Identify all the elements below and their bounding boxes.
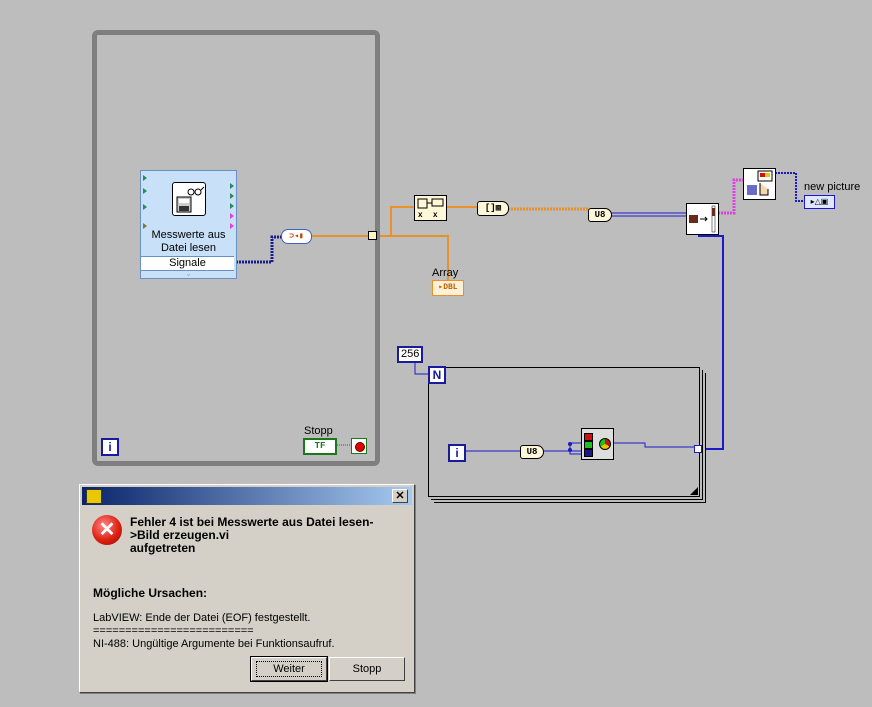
stop-label: Stopp: [304, 425, 333, 437]
blue-input-icon: [584, 449, 593, 457]
while-loop[interactable]: [92, 30, 380, 466]
wire-256-to-n: [414, 361, 428, 375]
wire-u8-to-rgb: [544, 442, 582, 455]
flatten-pixmap-node[interactable]: [686, 203, 719, 235]
subvi-title: Messwerte aus Datei lesen: [151, 229, 226, 254]
rgb-to-color-node[interactable]: [581, 428, 614, 460]
for-loop-to-u8-conversion[interactable]: U8: [520, 445, 544, 459]
stop-boolean-control[interactable]: TF: [303, 438, 337, 455]
red-input-icon: [584, 433, 593, 441]
numeric-constant-256[interactable]: 256: [397, 346, 424, 363]
wire-tunnel-out: [376, 235, 449, 280]
causes-heading: Mögliche Ursachen:: [93, 586, 208, 600]
array-indicator-label: Array: [432, 267, 459, 279]
dialog-title-bar[interactable]: ✕: [82, 487, 412, 505]
from-dynamic-data-node[interactable]: ⊃◂▮: [281, 229, 312, 244]
wire-flatten-to-draw: [718, 178, 743, 215]
svg-text:x: x: [418, 210, 423, 219]
for-loop-iteration-terminal: i: [448, 444, 466, 462]
picture-indicator-label: new picture: [804, 181, 861, 193]
loop-condition-terminal[interactable]: [351, 438, 367, 454]
expand-icon[interactable]: ⌄: [185, 269, 192, 278]
svg-text:x: x: [433, 210, 438, 219]
array-tunnel: [368, 231, 377, 240]
array-indicator[interactable]: ▸DBL: [432, 280, 464, 296]
close-button[interactable]: ✕: [392, 489, 408, 503]
for-loop-count-terminal: N: [428, 366, 446, 384]
error-message: Fehler 4 ist bei Messwerte aus Datei les…: [130, 515, 374, 555]
stop-button[interactable]: Stopp: [329, 657, 405, 681]
while-loop-iteration-terminal: i: [101, 438, 119, 456]
error-dialog: ✕ ✕ Fehler 4 ist bei Messwerte aus Datei…: [79, 484, 415, 693]
for-loop[interactable]: [428, 367, 700, 497]
picture-indicator[interactable]: ▸△▣: [804, 195, 835, 209]
draw-flattened-pixmap-node[interactable]: [743, 168, 776, 200]
wire-signal: [236, 235, 282, 264]
green-input-icon: [584, 441, 593, 449]
color-wheel-icon: [599, 438, 611, 450]
to-u8-conversion[interactable]: U8: [588, 208, 612, 222]
causes-text: LabVIEW: Ende der Datei (EOF) festgestel…: [93, 612, 335, 650]
labview-app-icon: [86, 489, 102, 504]
wire-colortable: [698, 235, 724, 450]
wire-draw-to-picture: [775, 172, 804, 202]
wire-to-transpose: [390, 206, 414, 236]
subvi-messwerte-lesen[interactable]: Messwerte aus Datei lesen Signale ⌄: [140, 170, 237, 279]
array-to-matrix-node[interactable]: []▩: [477, 201, 509, 216]
error-icon: ✕: [92, 515, 122, 545]
wire-rgb-out: [613, 442, 698, 448]
continue-button[interactable]: Weiter: [250, 656, 328, 682]
read-file-icon: [172, 182, 206, 216]
resize-corner-icon[interactable]: [690, 487, 698, 495]
indexing-tunnel: [694, 445, 702, 453]
subvi-output-signale[interactable]: Signale: [141, 256, 234, 271]
